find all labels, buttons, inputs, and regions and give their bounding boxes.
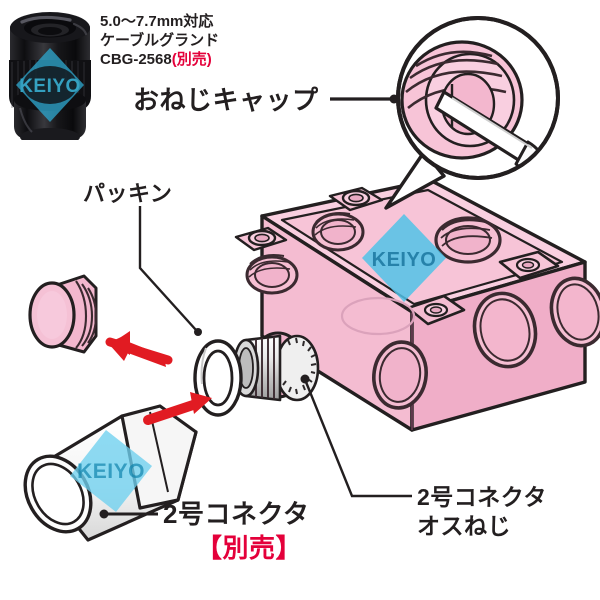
keiyo-watermark-connector: KEIYO: [70, 430, 152, 512]
label-male-screw-line1: 2号コネクタ: [417, 484, 547, 510]
label-connector-sold-separately: 【別売】: [196, 533, 303, 563]
label-male-screw: 2号コネクタ オスねじ: [417, 483, 547, 541]
label-packing: パッキン: [83, 181, 173, 206]
spec-line2: ケーブルグランド: [100, 32, 220, 50]
male-thread-cap: [28, 274, 98, 354]
svg-text:KEIYO: KEIYO: [372, 249, 437, 271]
spec-text-block: 5.0〜7.7mm対応 ケーブルグランド CBG-2568(別売): [100, 12, 219, 70]
keiyo-watermark-box: KEIYO: [362, 214, 446, 302]
knockout-top-middle-1: [328, 186, 384, 212]
knockout-top-left-2: [245, 254, 299, 295]
mounting-tab-front: [406, 294, 466, 326]
spec-sold-separately: (別売): [171, 51, 212, 69]
label-male-screw-line2: オスねじ: [417, 512, 511, 539]
knockout-top-right: [434, 216, 502, 264]
spec-model-line: CBG-2568(別売): [100, 50, 219, 69]
knockout-top-middle-2: [311, 212, 365, 252]
detail-inset-callout: [384, 16, 560, 210]
spec-line1: 5.0〜7.7mm対応: [100, 13, 214, 30]
connector-male-thread-assembly: [232, 334, 320, 402]
mounting-tab-right: [498, 250, 560, 280]
outlet-box: KEIYO: [234, 178, 600, 432]
knockout-side-front: [372, 340, 428, 410]
connector-no2-body: KEIYO: [23, 404, 198, 542]
keiyo-watermark-photo: KEIYO: [16, 48, 84, 122]
knockout-side-right-1: [472, 291, 538, 369]
knockout-side-right-2: [549, 276, 600, 348]
knockout-top-left-1: [234, 226, 288, 252]
leader-lines: [99, 94, 412, 519]
label-connector-no2: 2号コネクタ: [163, 499, 310, 529]
svg-text:KEIYO: KEIYO: [77, 460, 145, 483]
assembly-arrow-cap: [105, 331, 173, 367]
interior-circle-mark: [340, 296, 416, 336]
svg-text:KEIYO: KEIYO: [19, 76, 81, 97]
assembly-arrow-connector: [143, 392, 212, 425]
label-male-thread-cap: おねじキャップ: [133, 85, 319, 115]
product-photo-cable-gland: KEIYO: [4, 8, 96, 140]
spec-model: CBG-2568: [100, 51, 172, 69]
